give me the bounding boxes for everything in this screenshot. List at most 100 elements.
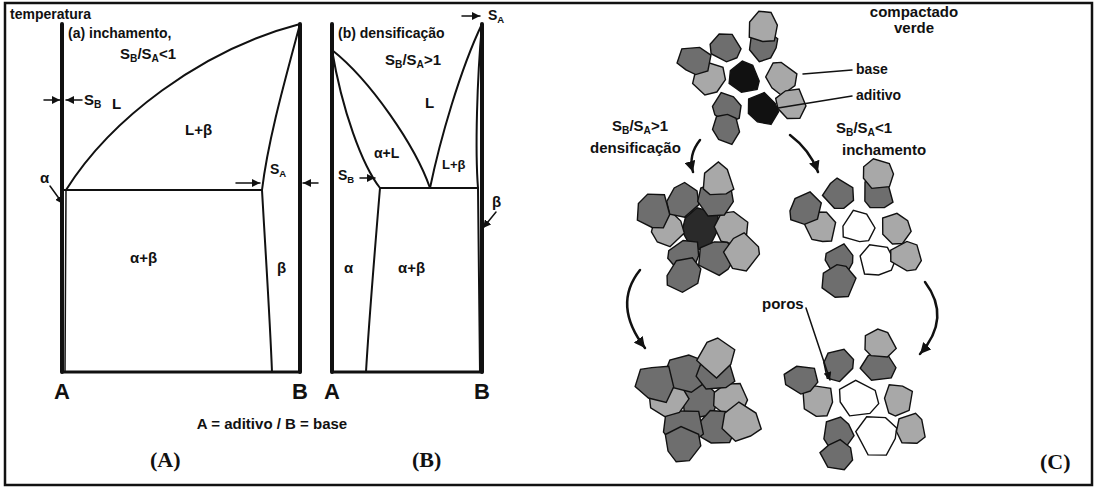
solubility-ratio: SB/SA<1	[836, 120, 892, 136]
solubility-arrow	[66, 99, 82, 101]
leader-line	[806, 308, 830, 380]
base-particle	[896, 413, 925, 443]
panel-heading: (a) inchamento,	[68, 26, 171, 41]
axis-end-label: A	[324, 380, 340, 403]
text-run: β	[277, 259, 286, 276]
symbol: S	[634, 117, 644, 134]
particle-compact	[784, 329, 925, 470]
base-particle	[822, 178, 853, 208]
axis	[298, 24, 302, 372]
text-run: B	[292, 379, 308, 404]
text-run: /	[629, 117, 633, 134]
part-label: compactado verde	[862, 4, 966, 36]
pore	[860, 245, 895, 275]
part-label: poros	[762, 296, 804, 312]
text-run: L+β	[442, 157, 465, 172]
beta-solvus	[478, 188, 480, 372]
particle-compact	[677, 11, 806, 144]
base-particle	[822, 265, 856, 298]
phase-label: α+β	[130, 250, 157, 266]
axis-title: temperatura	[10, 7, 91, 22]
subscript: B	[622, 125, 629, 136]
text-run: L	[425, 94, 434, 111]
subscript: B	[846, 127, 853, 138]
symbol: S	[84, 91, 94, 108]
text-run: poros	[762, 295, 804, 312]
liquidus	[332, 50, 430, 188]
text-run: B	[474, 379, 490, 404]
text-run: (C)	[1040, 449, 1071, 474]
panel-letter: (B)	[412, 448, 441, 471]
base-particle	[863, 159, 893, 189]
axis-end-label: B	[474, 380, 490, 403]
base-particle	[703, 162, 733, 195]
base-particle	[722, 402, 761, 441]
base-particle	[635, 366, 674, 402]
solubility-arrow	[303, 182, 318, 184]
liquidus	[66, 24, 300, 190]
process-label: inchamento	[842, 142, 926, 158]
axis	[62, 371, 300, 374]
leader-line	[50, 186, 63, 204]
text-run: /	[402, 51, 406, 68]
base-particle	[665, 427, 700, 462]
particle-compacts	[635, 11, 925, 469]
process-arrow	[692, 140, 700, 172]
solubility-arrow	[462, 15, 480, 17]
base-particle	[790, 192, 821, 224]
subscript: A	[417, 59, 424, 70]
process-arrow	[920, 282, 937, 354]
symbol: S	[488, 7, 497, 23]
text-run: /	[853, 119, 857, 136]
solubility-label: SA	[488, 8, 504, 23]
solubility-arrow	[44, 99, 60, 101]
process-label: densificação	[590, 140, 681, 156]
process-arrow	[790, 135, 818, 172]
subscript: B	[94, 99, 101, 110]
text-run: α+β	[130, 249, 157, 266]
pore	[840, 380, 879, 416]
subscript: B	[130, 53, 137, 64]
alpha-solvus	[366, 188, 380, 372]
base-particle	[865, 329, 896, 357]
subscript: A	[644, 125, 651, 136]
beta-solidus	[477, 24, 482, 188]
phase-label: α+L	[374, 146, 399, 161]
text-run: /	[137, 45, 141, 62]
base-particle	[724, 233, 760, 271]
process-arrow	[627, 270, 645, 348]
text-run: >1	[651, 117, 668, 134]
base-particle	[820, 440, 853, 470]
alpha-solvus	[65, 190, 66, 372]
text-run: densificação	[590, 139, 681, 156]
axis	[60, 24, 64, 372]
text-run: L	[112, 95, 121, 112]
pore	[843, 210, 875, 241]
phase-label: α+β	[398, 260, 425, 276]
symbol: S	[385, 51, 395, 68]
symbol: S	[858, 119, 868, 136]
subscript: A	[152, 53, 159, 64]
symbol: S	[407, 51, 417, 68]
phase-label: L+β	[185, 122, 212, 138]
text-run: α	[344, 259, 353, 276]
symbol: S	[142, 45, 152, 62]
text-run: (A)	[150, 447, 181, 472]
panel-heading: (b) densificação	[338, 26, 445, 41]
text-run: A	[324, 379, 340, 404]
text-run: α+L	[374, 145, 399, 161]
symbol: S	[338, 167, 347, 183]
leader-line	[803, 70, 852, 74]
text-run: α	[40, 169, 49, 186]
liquidus	[430, 24, 482, 188]
process-arrows	[627, 70, 937, 380]
subscript: A	[868, 127, 875, 138]
text-run: <1	[875, 119, 892, 136]
pore	[856, 417, 897, 455]
base-particle	[710, 34, 741, 62]
symbol: S	[612, 117, 622, 134]
additive-particle	[748, 93, 778, 125]
subscript: B	[347, 174, 354, 185]
